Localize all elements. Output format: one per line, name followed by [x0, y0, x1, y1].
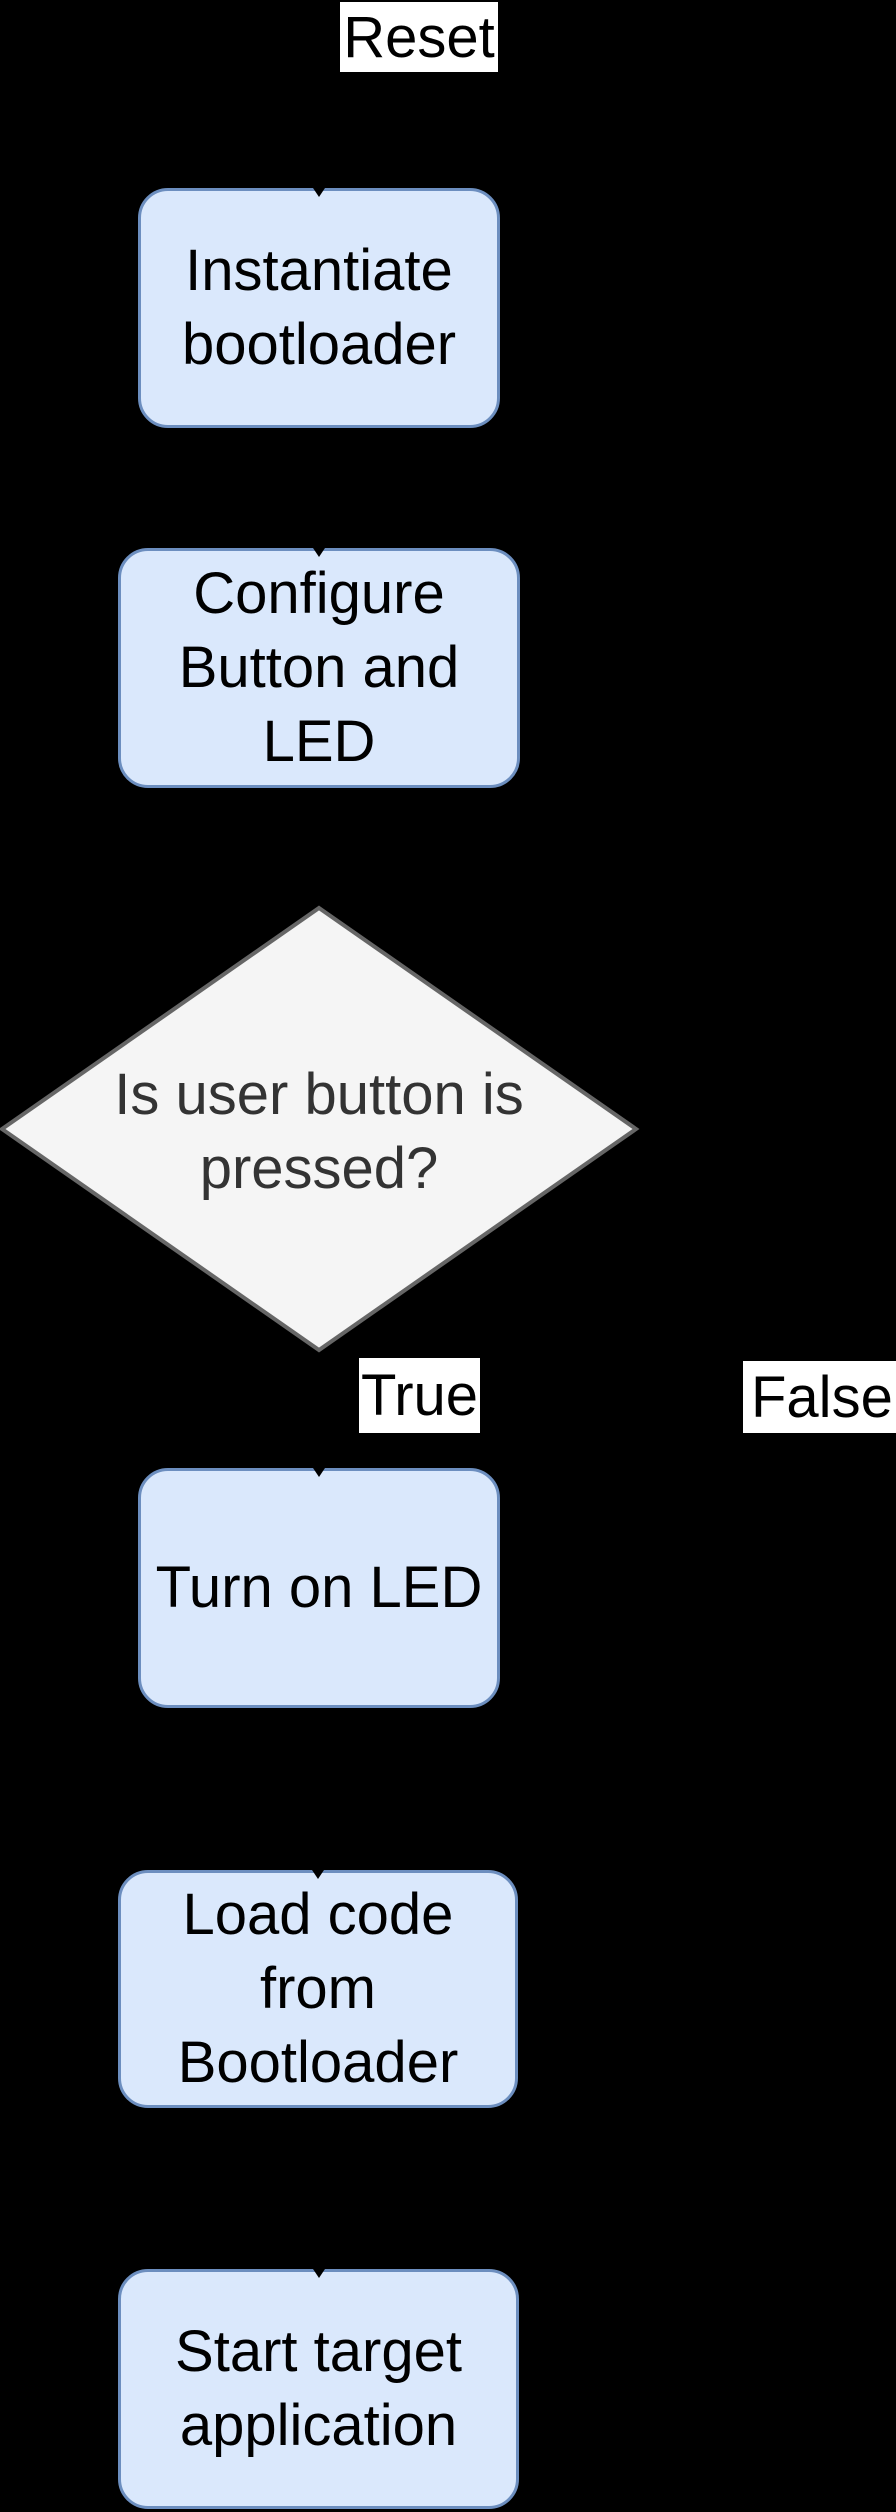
- arrowhead-notch-icon: [312, 2269, 325, 2278]
- node-turn-on-led: Turn on LED: [138, 1468, 500, 1708]
- node-load-code-from-bootloader: Load code from Bootloader: [118, 1870, 518, 2108]
- arrowhead-notch-icon: [313, 548, 325, 557]
- decision-diamond-shape: [0, 905, 640, 1353]
- node-instantiate-bootloader: Instantiate bootloader: [138, 188, 500, 428]
- node-start-target-application: Start target application: [118, 2269, 519, 2509]
- decision-question-label: Is user button is pressed?: [114, 1062, 524, 1201]
- node-start-target-application-label: Start target application: [175, 2319, 462, 2458]
- edge-label-true: True: [359, 1358, 480, 1433]
- node-configure-button-led: Configure Button and LED: [118, 548, 520, 788]
- node-instantiate-bootloader-label: Instantiate bootloader: [181, 238, 457, 377]
- arrowhead-notch-icon: [313, 1468, 325, 1477]
- edge-label-reset: Reset: [340, 2, 498, 72]
- edge-label-false: False: [743, 1361, 896, 1433]
- arrowhead-notch-icon: [312, 1870, 324, 1879]
- node-configure-button-led-label: Configure Button and LED: [178, 561, 460, 774]
- node-load-code-from-bootloader-label: Load code from Bootloader: [177, 1882, 459, 2095]
- node-turn-on-led-label: Turn on LED: [155, 1555, 483, 1620]
- diamond-polygon: [0, 905, 640, 1353]
- arrowhead-notch-icon: [313, 188, 325, 197]
